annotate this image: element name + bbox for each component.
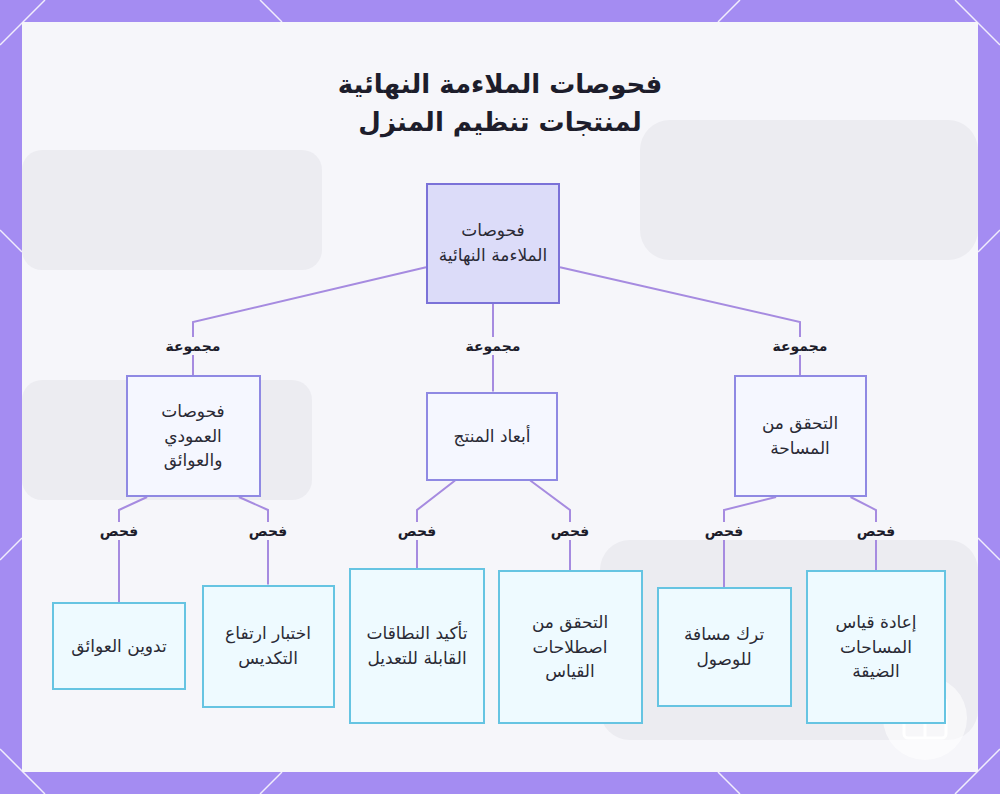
edge-label: مجموعة <box>463 337 524 355</box>
leaf-box: التحقق من اصطلاحات القياس <box>498 570 643 724</box>
node-text-wrap: التحقق من اصطلاحات القياس <box>510 610 631 684</box>
connector <box>239 497 268 585</box>
edge-label: فحص <box>246 522 290 540</box>
leaf-box: ترك مسافة للوصول <box>657 587 792 707</box>
leaf-box: تأكيد النطاقات القابلة للتعديل <box>349 568 485 724</box>
edge-label: مجموعة <box>163 337 224 355</box>
root-box: فحوصات الملاءمة النهائية <box>426 183 560 304</box>
node-text-wrap: إعادة قياس المساحات الضيقة <box>818 610 934 684</box>
diagram-title: فحوصات الملاءمة النهائية لمنتجات تنظيم ا… <box>290 66 710 141</box>
node-text: التحقق من المساحة <box>746 411 855 460</box>
node-text-wrap: ترك مسافة للوصول <box>669 622 780 671</box>
node-text: التحقق من اصطلاحات القياس <box>510 610 631 684</box>
group-box: التحقق من المساحة <box>734 375 867 497</box>
node-text: فحوصات العمودي والعوائق <box>138 399 249 473</box>
leaf-box: اختبار ارتفاع التكديس <box>202 585 335 708</box>
connector <box>193 267 426 375</box>
node-text: اختبار ارتفاع التكديس <box>214 621 323 670</box>
edge-label: فحص <box>548 522 592 540</box>
edge-label: فحص <box>702 522 746 540</box>
node-text: فحوصات الملاءمة النهائية <box>438 218 548 267</box>
edge-label: فحص <box>395 522 439 540</box>
node-text-wrap: تأكيد النطاقات القابلة للتعديل <box>361 621 473 670</box>
group-box: فحوصات العمودي والعوائق <box>126 375 261 497</box>
node-text: ترك مسافة للوصول <box>669 622 780 671</box>
node-text-wrap: اختبار ارتفاع التكديس <box>214 621 323 670</box>
node-text-wrap: تدوين العوائق <box>71 634 166 659</box>
node-text: أبعاد المنتج <box>454 424 531 449</box>
node-text: إعادة قياس المساحات الضيقة <box>818 610 934 684</box>
edge-label: مجموعة <box>770 337 831 355</box>
node-text-wrap: التحقق من المساحة <box>746 411 855 460</box>
edge-label: فحص <box>854 522 898 540</box>
connector <box>724 497 776 587</box>
node-text-wrap: أبعاد المنتج <box>454 424 531 449</box>
node-text-wrap: فحوصات الملاءمة النهائية <box>438 218 548 267</box>
group-box: أبعاد المنتج <box>426 392 558 481</box>
leaf-box: إعادة قياس المساحات الضيقة <box>806 570 946 724</box>
node-text: تدوين العوائق <box>71 634 166 659</box>
connector <box>119 497 147 602</box>
panel <box>22 22 978 772</box>
connector <box>560 267 800 375</box>
node-text-wrap: فحوصات العمودي والعوائق <box>138 399 249 473</box>
blurred-photo <box>22 120 978 740</box>
node-text: تأكيد النطاقات القابلة للتعديل <box>361 621 473 670</box>
leaf-box: تدوين العوائق <box>52 602 186 690</box>
edge-label: فحص <box>97 522 141 540</box>
